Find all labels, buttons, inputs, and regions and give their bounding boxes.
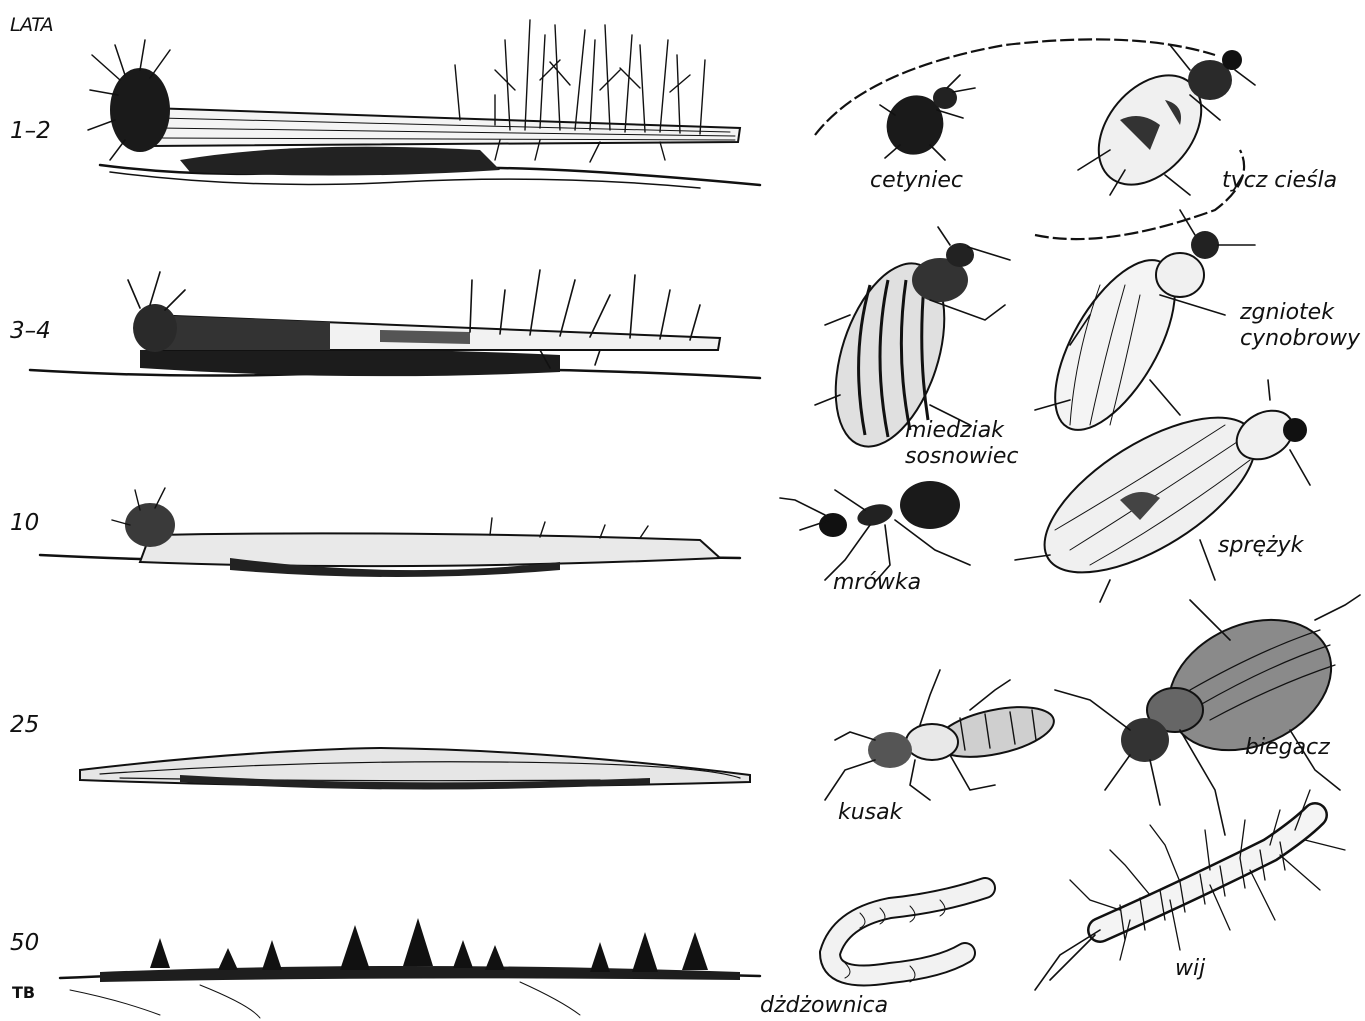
dzdzownica-label: dżdżownica — [760, 995, 888, 1017]
biegacz-label: biegacz — [1245, 737, 1330, 759]
zgniotek-label-line2: cynobrowy — [1240, 326, 1360, 352]
kusak-label: kusak — [838, 802, 902, 824]
tycz-ciesla-label: tycz cieśla — [1222, 170, 1337, 192]
wij-label: wij — [1175, 958, 1205, 980]
stage-50-young-spruces — [0, 910, 790, 1020]
cetyniec-illustration — [875, 70, 985, 165]
stage-1-2-fallen-tree — [0, 0, 790, 210]
sprezyk-illustration — [1010, 380, 1315, 605]
miedziak-sosnowiec-illustration — [810, 225, 1020, 445]
zgniotek-label-line1: zgniotek — [1240, 300, 1360, 326]
zgniotek-cynobrowy-label: zgniotek cynobrowy — [1240, 300, 1360, 352]
sprezyk-label: sprężyk — [1218, 535, 1303, 557]
artist-signature: TB — [12, 985, 35, 1001]
miedziak-label-line2: sosnowiec — [905, 444, 1019, 470]
mrowka-label: mrówka — [833, 572, 921, 594]
kusak-illustration — [820, 660, 1060, 805]
miedziak-label-line1: miedziak — [905, 418, 1019, 444]
stage-3-4-decaying-trunk — [0, 250, 790, 400]
miedziak-sosnowiec-label: miedziak sosnowiec — [905, 418, 1019, 470]
stage-25-moss-mound — [0, 720, 790, 800]
stage-10-softened-trunk — [0, 480, 790, 590]
mrowka-illustration — [775, 470, 975, 585]
cetyniec-label: cetyniec — [870, 170, 963, 192]
dzdzownica-illustration — [800, 878, 1000, 998]
